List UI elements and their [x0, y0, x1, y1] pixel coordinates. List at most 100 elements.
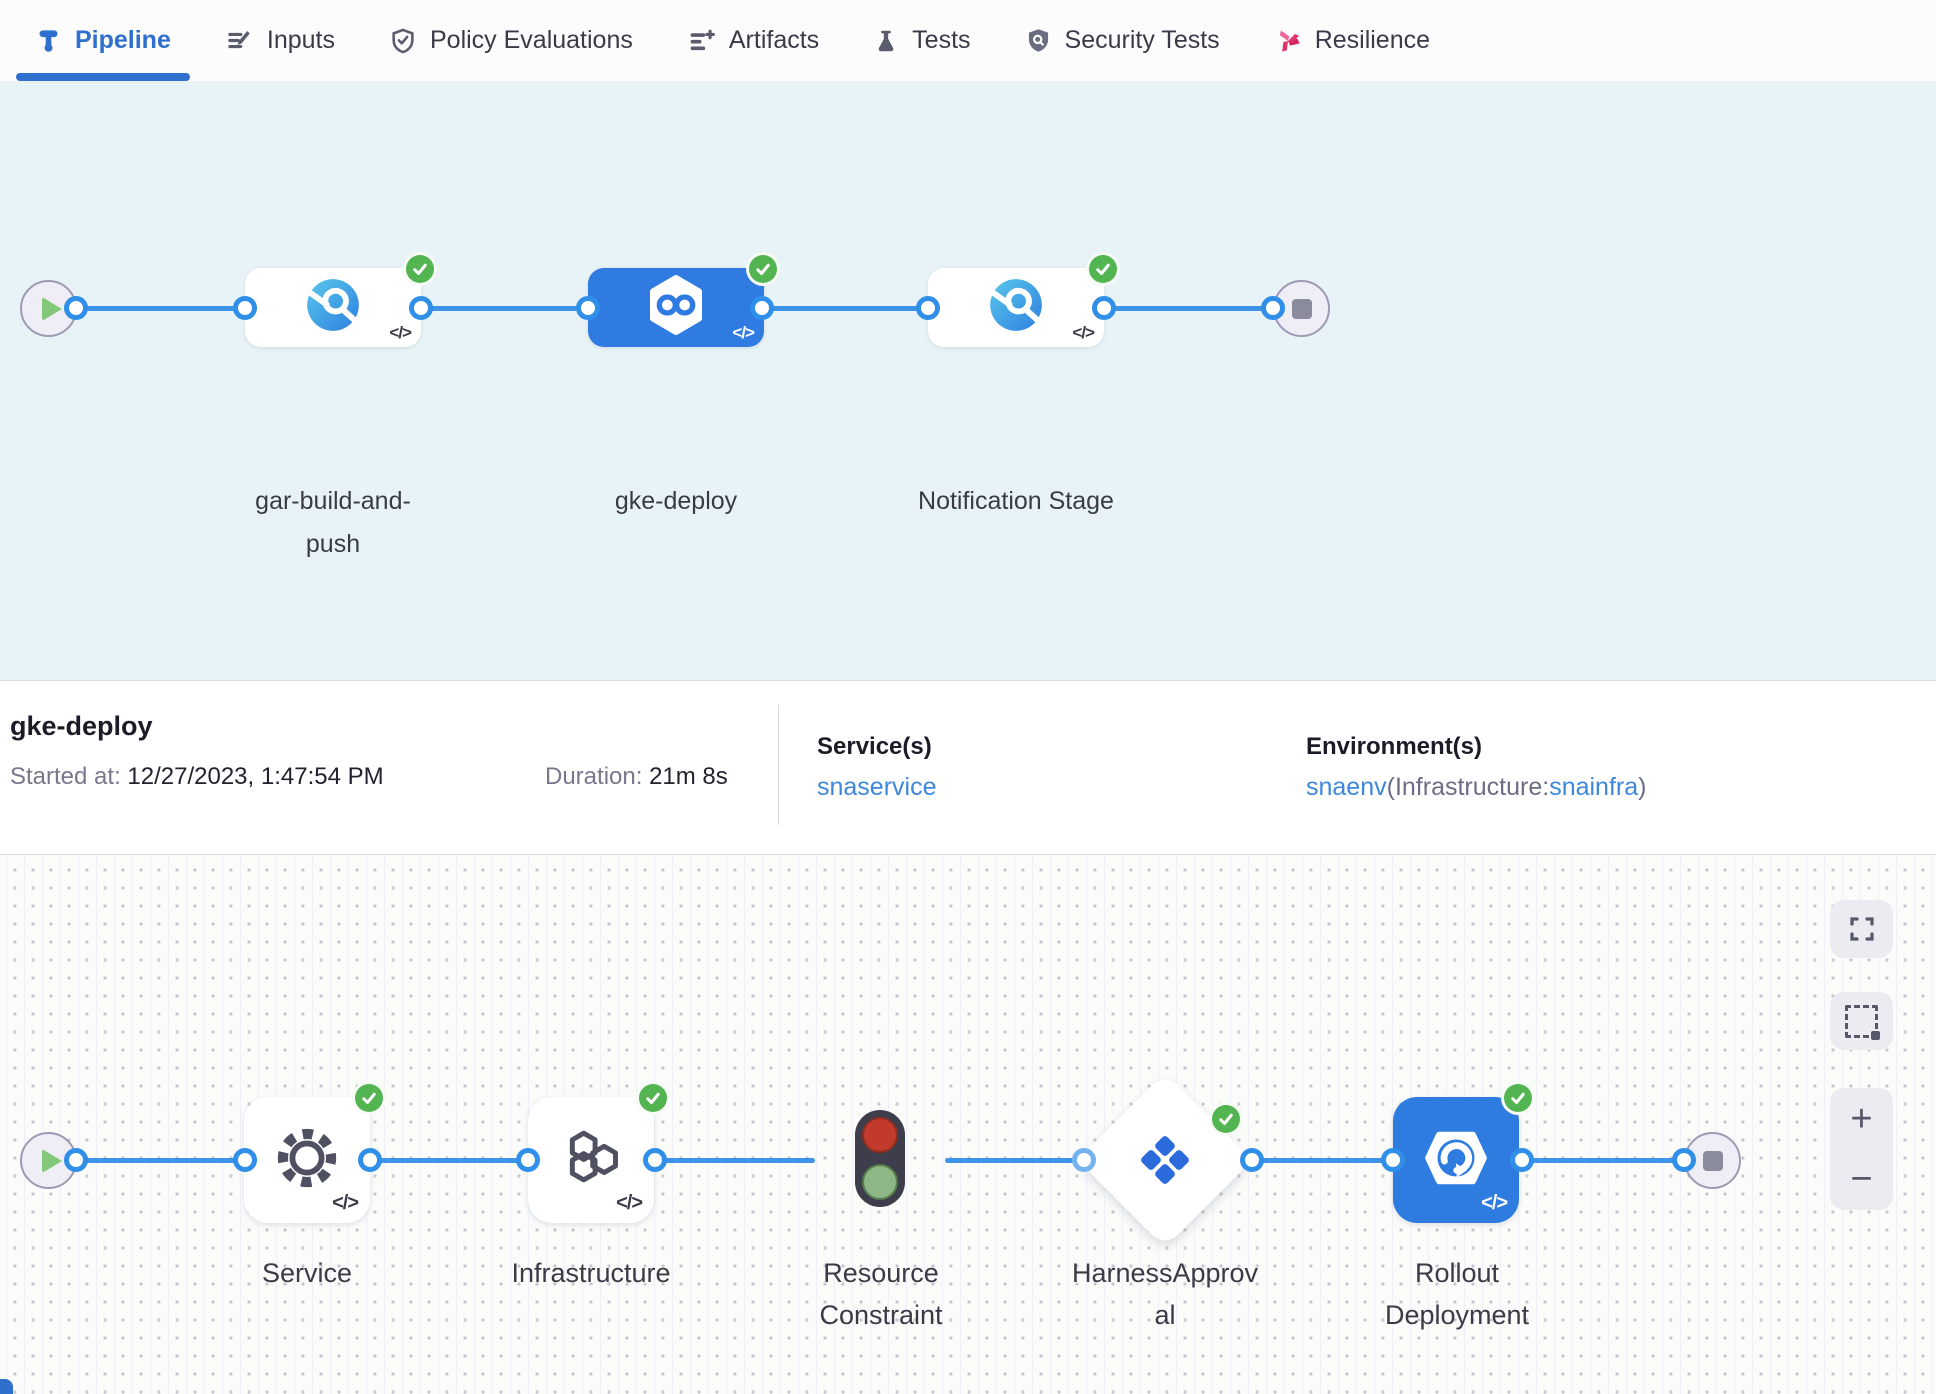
env-infra-prefix: (Infrastructure: [1386, 773, 1550, 801]
edge [655, 1158, 815, 1163]
step-label[interactable]: Infrastructure [511, 1258, 671, 1288]
step-label[interactable]: Service [261, 1258, 353, 1288]
edge [421, 306, 588, 311]
fit-to-screen-button[interactable] [1830, 900, 1893, 958]
yaml-code-glyph[interactable]: </> [732, 323, 755, 342]
service-link[interactable]: snaservice [817, 773, 937, 801]
yaml-code-glyph[interactable]: </> [1072, 323, 1095, 342]
env-link: snaenv [1306, 773, 1387, 801]
start-node[interactable] [20, 1132, 77, 1189]
success-check-badge [403, 252, 437, 286]
start-node[interactable] [20, 280, 77, 337]
pipeline-stage-graph: </> </> </> gar-build-and-push gke-deplo… [0, 82, 1936, 680]
hexagons-icon [556, 1123, 626, 1198]
edge-port[interactable] [643, 1148, 667, 1172]
play-icon [41, 296, 62, 321]
stage-notification[interactable]: </> [928, 252, 1120, 347]
edge [76, 1158, 245, 1163]
security-shield-icon [1025, 27, 1052, 54]
tab-label: Resilience [1314, 26, 1431, 54]
tab-security-tests[interactable]: Security Tests [998, 0, 1247, 81]
tab-resilience[interactable]: Resilience [1247, 0, 1457, 81]
active-tab-underline [16, 73, 190, 81]
tab-label: Inputs [266, 26, 335, 54]
success-check-badge [1086, 252, 1120, 286]
tab-label: Tests [912, 26, 971, 54]
step-infrastructure[interactable]: </> [528, 1081, 670, 1223]
tab-label: Security Tests [1064, 26, 1220, 54]
yaml-code-glyph[interactable]: </> [389, 323, 412, 342]
stage-label[interactable]: gar-build-and-push [255, 487, 411, 558]
end-node[interactable] [1273, 280, 1330, 337]
edge-port[interactable] [1240, 1148, 1264, 1172]
step-rollout-deployment[interactable]: </> [1393, 1081, 1535, 1223]
view-tabbar: Pipeline Inputs Policy Evaluations Artif… [0, 0, 1936, 82]
tab-label: Policy Evaluations [429, 26, 633, 54]
edge [370, 1158, 528, 1163]
success-check-badge [1209, 1102, 1243, 1136]
stage-label[interactable]: Notification Stage [918, 487, 1114, 515]
step-resource-constraint[interactable] [855, 1110, 905, 1207]
edge-port[interactable] [409, 296, 433, 320]
edge-port[interactable] [916, 296, 940, 320]
marquee-select-button[interactable] [1830, 992, 1893, 1050]
tab-pipeline[interactable]: Pipeline [8, 0, 198, 81]
yaml-code-glyph[interactable]: </> [1481, 1192, 1508, 1214]
edge-port[interactable] [1072, 1148, 1096, 1172]
edge-port[interactable] [1261, 296, 1285, 320]
yaml-code-glyph[interactable]: </> [332, 1192, 359, 1214]
edge [1252, 1158, 1393, 1163]
stage-label[interactable]: gke-deploy [614, 487, 738, 515]
started-at: Started at: 12/27/2023, 1:47:54 PM [10, 763, 384, 790]
edge-port[interactable] [233, 1148, 257, 1172]
edge-port[interactable] [1672, 1148, 1696, 1172]
environment-value[interactable]: snaenv(Infrastructure:snainfra) [1306, 773, 1646, 802]
tab-inputs[interactable]: Inputs [198, 0, 362, 81]
approval-icon [1133, 1128, 1197, 1197]
env-infra-link: snainfra [1549, 773, 1639, 801]
step-label[interactable]: Resource Constraint [819, 1258, 943, 1330]
edge-port[interactable] [576, 296, 600, 320]
stage-gke-deploy[interactable]: </> [588, 252, 780, 347]
edge-port[interactable] [1381, 1148, 1405, 1172]
tab-label: Pipeline [75, 26, 171, 54]
zoom-in-button[interactable]: + [1850, 1097, 1873, 1140]
edge [1522, 1158, 1684, 1163]
artifacts-list-plus-icon [687, 26, 716, 55]
edge [945, 1158, 1084, 1163]
step-label[interactable]: Rollout Deployment [1384, 1258, 1530, 1330]
custom-stage-icon [985, 274, 1047, 341]
ci-build-stage-icon [302, 274, 364, 341]
edge-port[interactable] [358, 1148, 382, 1172]
resilience-chaos-icon [1274, 27, 1302, 55]
edge-port[interactable] [1092, 296, 1116, 320]
stage-gar-build-and-push[interactable]: </> [245, 252, 437, 347]
tab-tests[interactable]: Tests [846, 0, 997, 81]
success-check-badge [1501, 1081, 1535, 1115]
edge-port[interactable] [64, 296, 88, 320]
marquee-icon [1845, 1004, 1880, 1040]
edge-port[interactable] [233, 296, 257, 320]
edge-port[interactable] [1510, 1148, 1534, 1172]
gear-icon [272, 1123, 342, 1198]
edge-port[interactable] [64, 1148, 88, 1172]
tab-artifacts[interactable]: Artifacts [660, 0, 846, 81]
success-check-badge [352, 1081, 386, 1115]
stop-icon [1291, 298, 1312, 319]
tab-policy-evaluations[interactable]: Policy Evaluations [362, 0, 660, 81]
edge-port[interactable] [516, 1148, 540, 1172]
tab-label: Artifacts [728, 26, 820, 54]
help-widget-fragment[interactable] [0, 1379, 13, 1394]
environments-heading: Environment(s) [1306, 733, 1483, 760]
pipeline-icon [35, 27, 62, 54]
yaml-code-glyph[interactable]: </> [616, 1192, 643, 1214]
edge-port[interactable] [750, 296, 774, 320]
policy-shield-check-icon [389, 27, 417, 55]
zoom-out-button[interactable]: − [1850, 1157, 1873, 1200]
inputs-icon [225, 26, 254, 55]
step-service[interactable]: </> [244, 1081, 386, 1223]
stage-title: gke-deploy [10, 711, 153, 741]
step-label[interactable]: HarnessApproval [1071, 1258, 1259, 1330]
vertical-divider [778, 705, 779, 825]
play-icon [41, 1148, 62, 1173]
